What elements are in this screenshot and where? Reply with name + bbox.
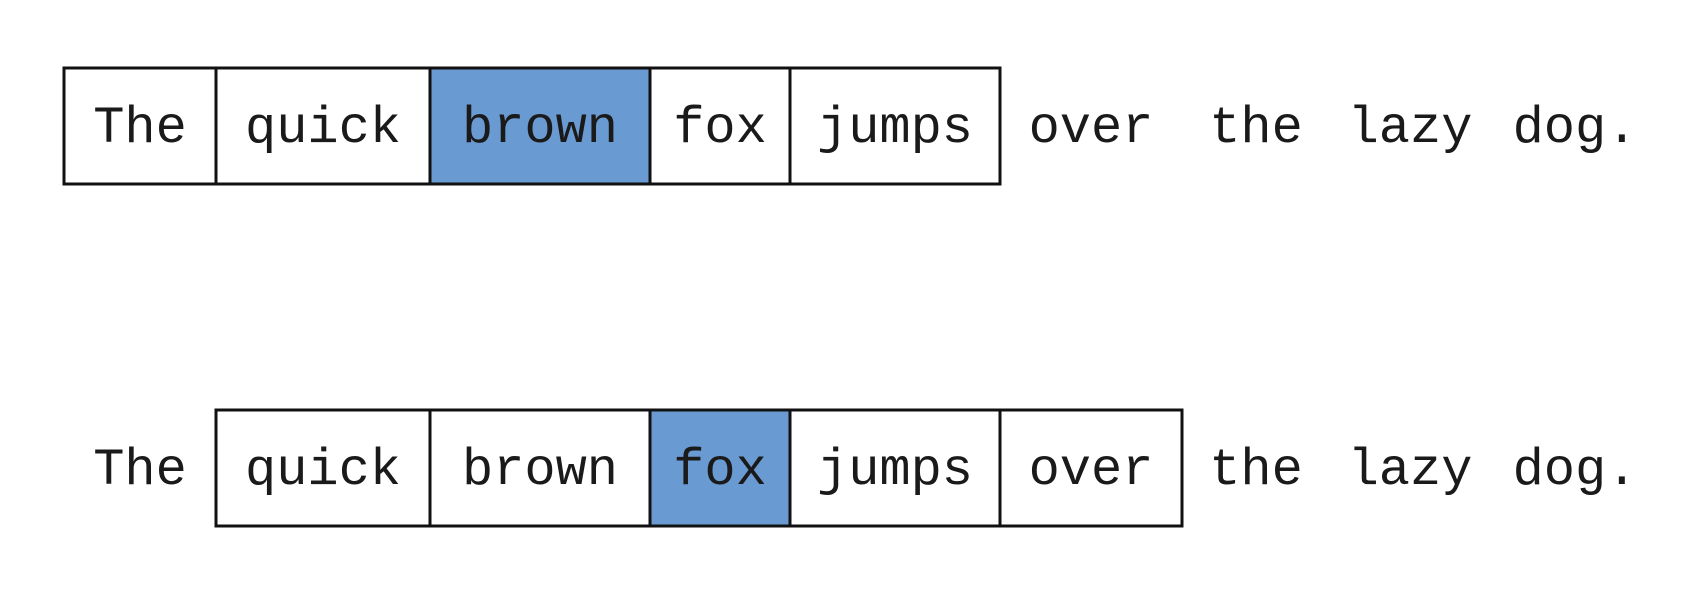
word-label: the bbox=[1209, 99, 1303, 158]
window-word-box bbox=[214, 408, 432, 528]
word-label: quick bbox=[245, 99, 401, 158]
word-label: brown bbox=[462, 441, 618, 500]
window-word-box bbox=[428, 408, 652, 528]
window-word-box bbox=[214, 66, 432, 186]
word-label: The bbox=[93, 99, 187, 158]
window-word-box bbox=[788, 66, 1002, 186]
highlighted-word-box bbox=[428, 66, 652, 186]
word-label: the bbox=[1209, 441, 1303, 500]
word-label: jumps bbox=[817, 99, 973, 158]
word-label: lazy bbox=[1348, 99, 1473, 158]
window-word-box bbox=[788, 408, 1002, 528]
word-label: dog. bbox=[1513, 441, 1638, 500]
word-label: brown bbox=[462, 99, 618, 158]
window-word-box bbox=[62, 66, 218, 186]
window-word-box bbox=[998, 408, 1184, 528]
word-label: fox bbox=[673, 441, 767, 500]
word-label: over bbox=[1029, 441, 1154, 500]
highlighted-word-box bbox=[648, 408, 792, 528]
word-label: over bbox=[1029, 99, 1154, 158]
word-label: lazy bbox=[1348, 441, 1473, 500]
word-label: jumps bbox=[817, 441, 973, 500]
word-label: dog. bbox=[1513, 99, 1638, 158]
word-label: The bbox=[93, 441, 187, 500]
word-label: fox bbox=[673, 99, 767, 158]
word-label: quick bbox=[245, 441, 401, 500]
